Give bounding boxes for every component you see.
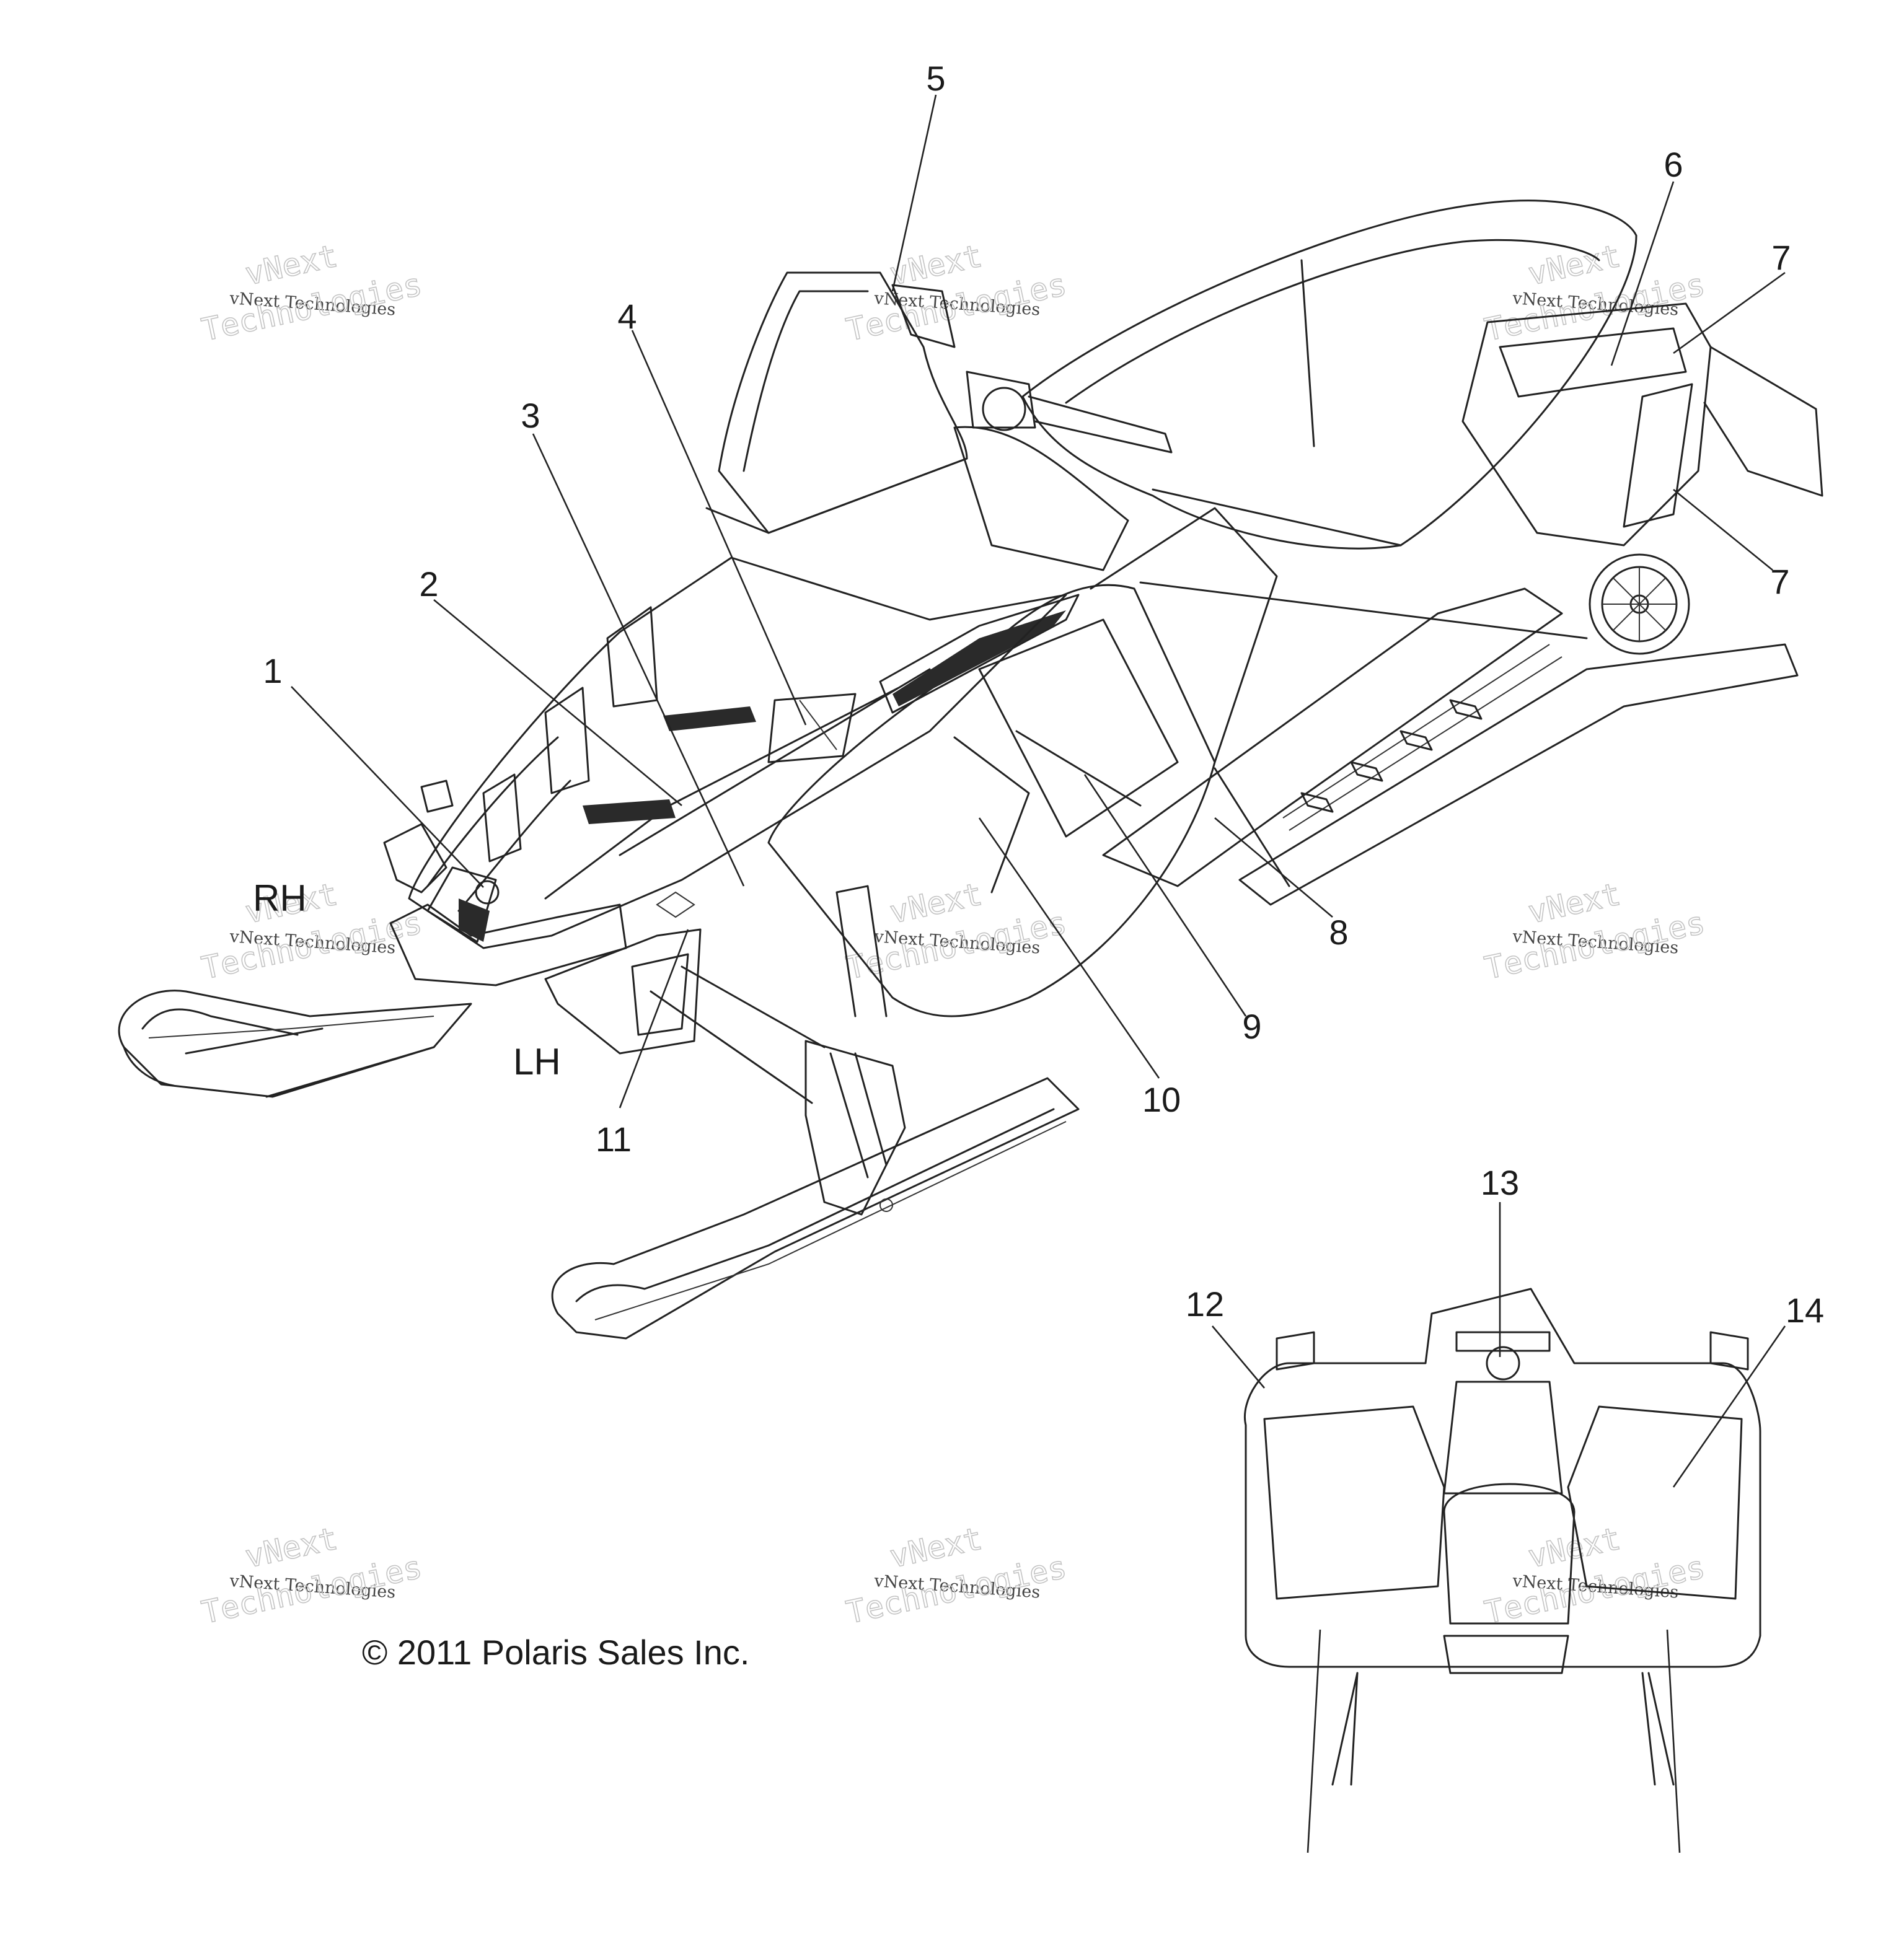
right-side-detail [383, 780, 454, 894]
callout-12: 12 [1186, 1285, 1224, 1324]
callout-8: 8 [1329, 913, 1348, 952]
callout-4: 4 [617, 297, 637, 336]
watermark-line1: vNext [1525, 1521, 1623, 1575]
callout-labels: 1 2 3 4 5 6 7 7 8 9 10 11 12 13 14 [263, 59, 1824, 1330]
fuel-tank [891, 284, 1173, 571]
rear-rack [1461, 302, 1823, 547]
watermark-line1: vNext [1525, 238, 1623, 292]
tunnel [1102, 587, 1799, 906]
watermark-line1: vNext [1525, 876, 1623, 931]
leader-lines [291, 94, 1786, 1853]
watermark-line1: vNext [242, 238, 340, 292]
lh-label: LH [513, 1041, 561, 1083]
callout-3: 3 [521, 396, 540, 435]
callout-7-lower: 7 [1770, 562, 1789, 601]
front-bumper [389, 866, 627, 986]
left-ski [551, 1077, 1080, 1340]
right-ski [118, 990, 472, 1098]
callout-1: 1 [263, 651, 282, 690]
watermark-line1: vNext [242, 1521, 340, 1575]
callout-6: 6 [1664, 145, 1683, 184]
watermark-line1: vNext [886, 238, 985, 292]
copyright-notice: © 2011 Polaris Sales Inc. [362, 1633, 749, 1672]
left-side-panel-lower [544, 891, 702, 1055]
rear-wheel [1589, 553, 1690, 655]
windshield [705, 271, 968, 534]
callout-5: 5 [926, 59, 945, 98]
callout-11: 11 [596, 1120, 632, 1159]
callout-2: 2 [419, 564, 438, 604]
callout-9: 9 [1242, 1007, 1261, 1046]
side-vent [879, 594, 1080, 714]
left-spindle [650, 885, 906, 1216]
rear-view-inset [1244, 1288, 1761, 1786]
callout-7-upper: 7 [1771, 238, 1791, 277]
watermark-line1: vNext [886, 1521, 985, 1575]
callout-10: 10 [1142, 1080, 1181, 1119]
callout-13: 13 [1481, 1163, 1519, 1202]
side-panel [767, 507, 1588, 1017]
watermark-line1: vNext [886, 876, 985, 931]
seat [1021, 200, 1637, 550]
callout-14: 14 [1786, 1291, 1824, 1330]
snowmobile-main-view [118, 200, 1823, 1340]
rh-label: RH [253, 877, 307, 919]
